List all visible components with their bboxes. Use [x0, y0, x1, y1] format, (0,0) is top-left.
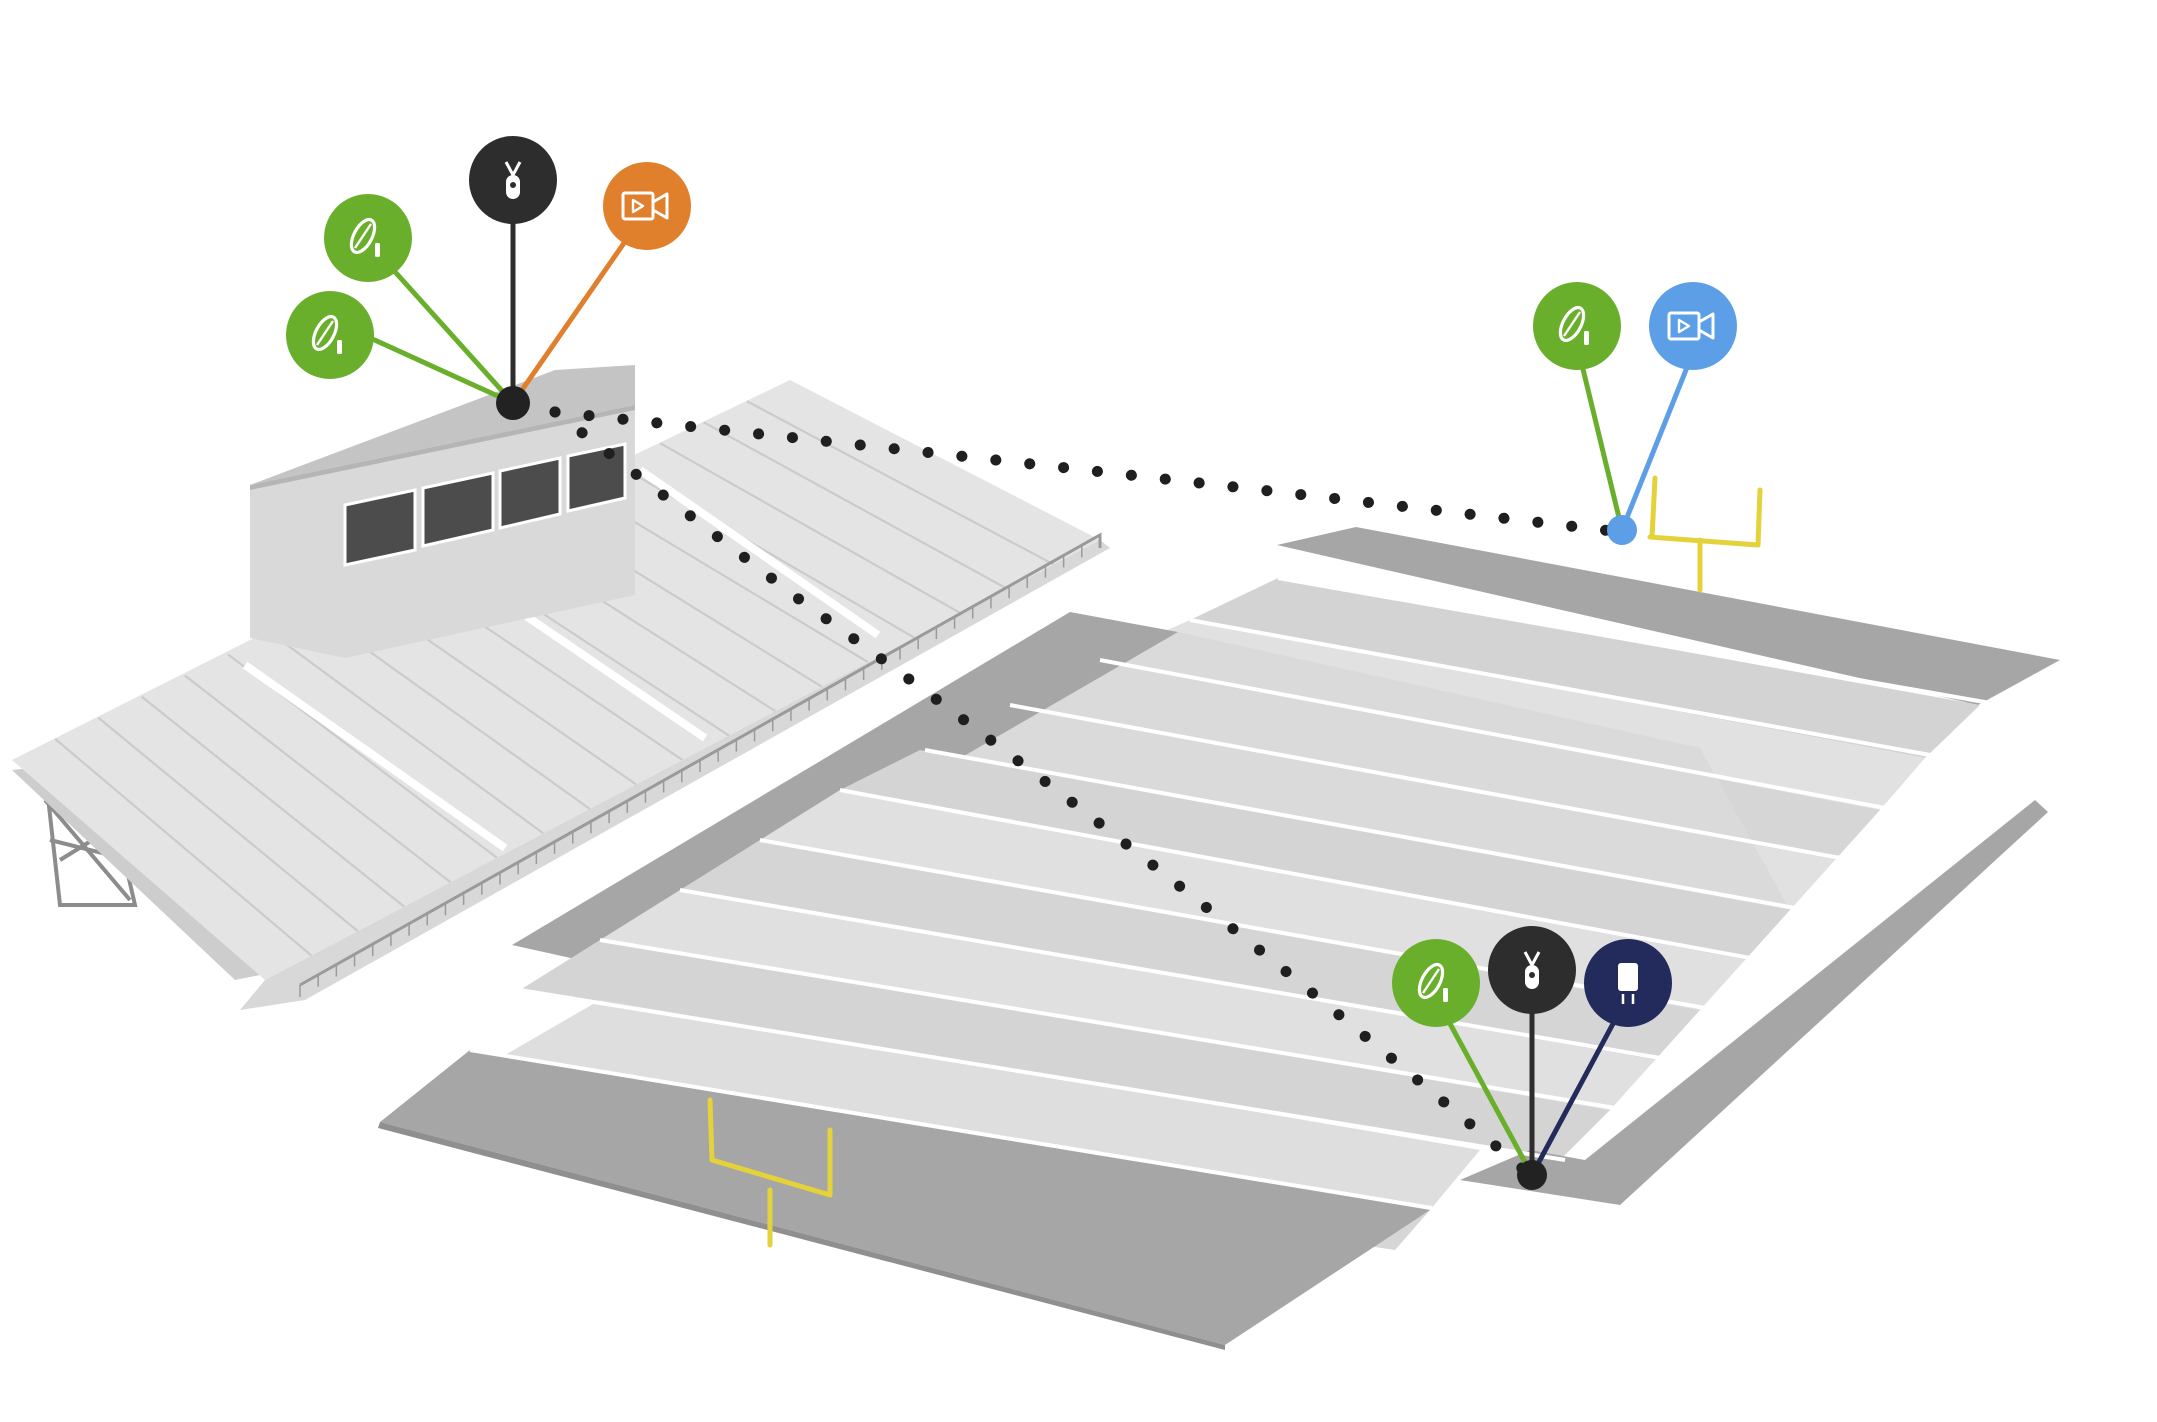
far-goalpost	[1647, 475, 1763, 593]
turf-band	[505, 1000, 1480, 1210]
seat-step	[270, 632, 544, 835]
press-box-windows	[343, 442, 627, 567]
seat-step	[184, 674, 452, 884]
receiver-unit-icon[interactable]	[1584, 939, 1672, 1027]
video-camera-icon[interactable]	[603, 162, 691, 250]
endzone-hub-node[interactable]	[1607, 515, 1637, 545]
far-turf	[1190, 578, 1980, 758]
press-box-top	[250, 365, 635, 485]
far-field-slab	[1277, 527, 2060, 705]
satellite-dish-icon[interactable]	[1392, 939, 1480, 1027]
satellite-dish-icon[interactable]	[1533, 282, 1621, 370]
pressbox-device-cluster	[286, 136, 691, 420]
grandstand	[12, 365, 1110, 1010]
network-links	[549, 406, 1626, 1181]
wireless-transmitter-icon[interactable]	[469, 136, 557, 224]
satellite-dish-icon[interactable]	[286, 291, 374, 379]
near-goalpost	[707, 1097, 833, 1248]
seat-step	[703, 421, 1008, 590]
link-pressbox-to-endzone	[549, 406, 1626, 538]
seat-step	[746, 400, 1055, 566]
seat-step	[659, 442, 962, 615]
near-endzone	[380, 1050, 1430, 1345]
grandstand-seating	[12, 380, 1100, 980]
seat-step	[97, 716, 359, 932]
turf-band	[520, 940, 1610, 1160]
seat-step	[140, 695, 405, 908]
near-endzone-edge	[378, 1122, 1225, 1350]
pressbox-hub-node[interactable]	[496, 386, 530, 420]
seat-step	[54, 738, 313, 957]
sideline-hub-node[interactable]	[1517, 1160, 1547, 1190]
satellite-dish-icon[interactable]	[324, 194, 412, 282]
sideline-device-cluster	[1392, 926, 1672, 1190]
endzone-device-cluster	[1533, 282, 1737, 545]
link-pressbox-to-sideline	[549, 406, 1536, 1181]
video-camera-icon[interactable]	[1649, 282, 1737, 370]
wireless-transmitter-icon[interactable]	[1488, 926, 1576, 1014]
